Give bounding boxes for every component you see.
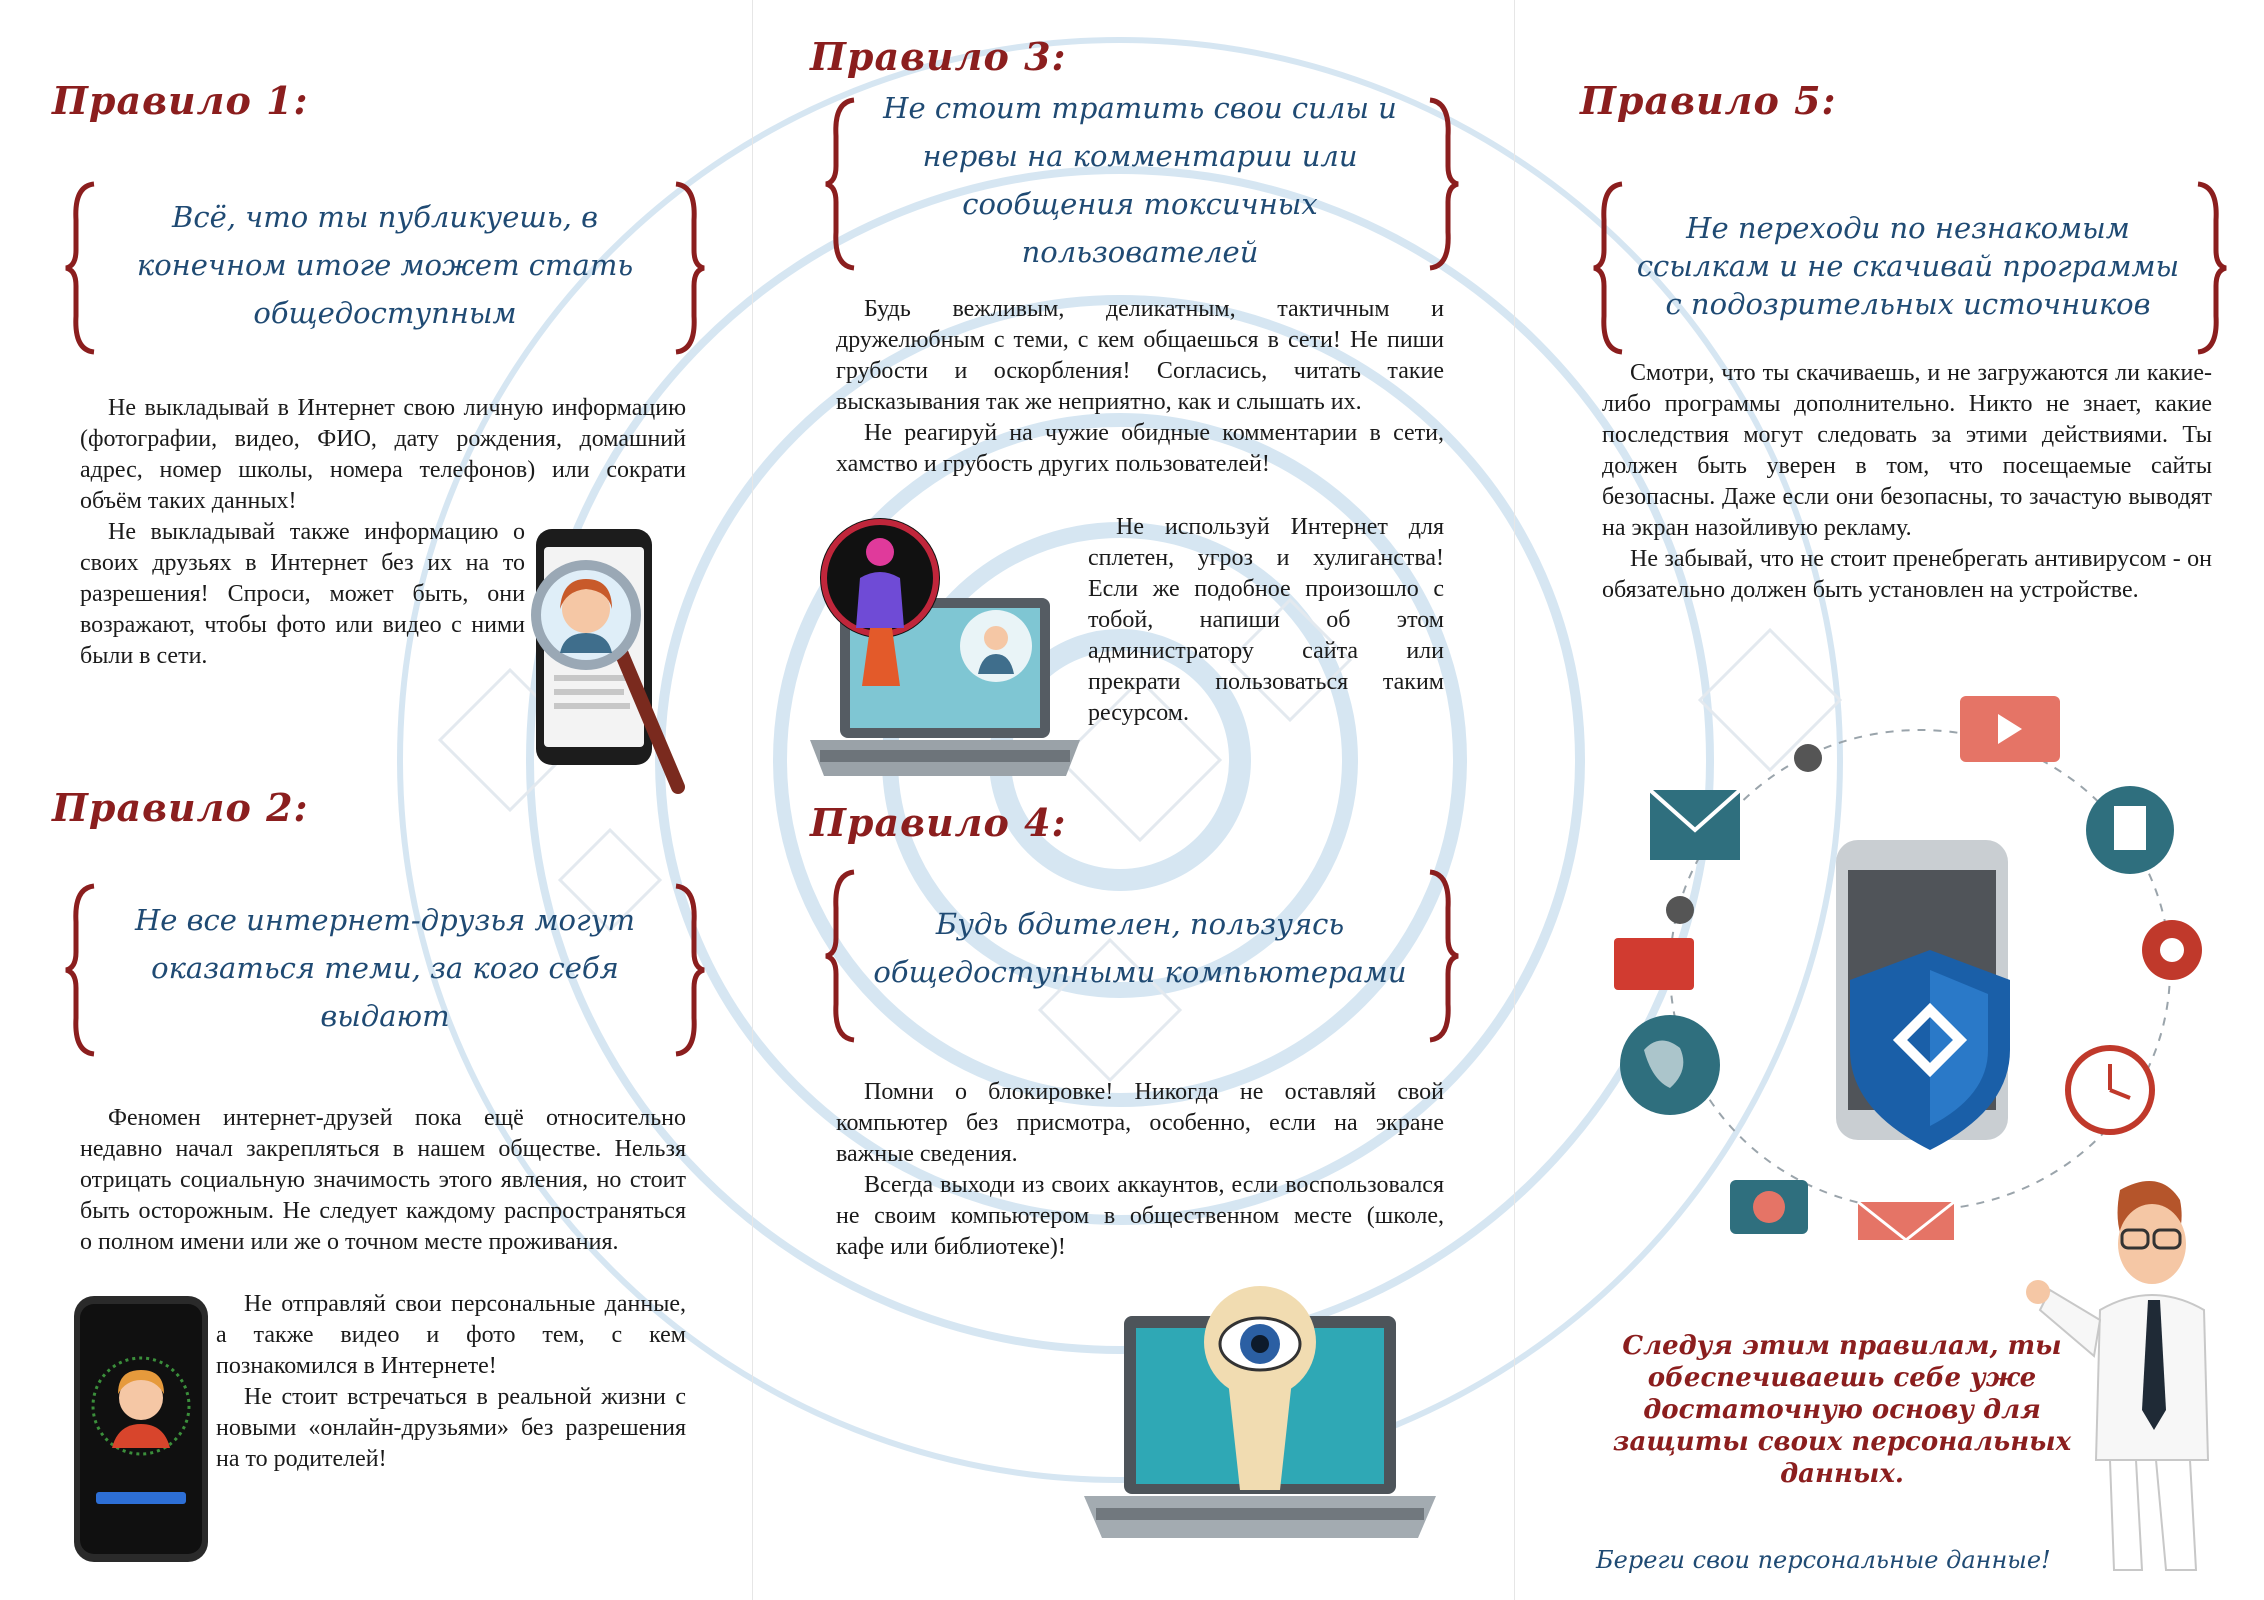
rule-1-text-a: Не выкладывай в Интернет свою личную инф… xyxy=(80,393,686,517)
rule-3-callout: Не стоит тратить свои силы и нервы на ко… xyxy=(883,91,1397,269)
shield-phone-icon xyxy=(1614,696,2202,1240)
closing-statement: Следуя этим правилам, ты обеспечиваешь с… xyxy=(1612,1331,2072,1489)
rule-2-callout: Не все интернет-друзья могут оказаться т… xyxy=(134,903,635,1033)
rule-1-paragraph-1: Не выкладывай в Интернет свою личную инф… xyxy=(80,395,686,514)
footer-slogan: Береги свои персональные данные! xyxy=(1596,1546,2051,1574)
rule-2-paragraph-2: Не отправляй свои персональные данные, а… xyxy=(216,1291,686,1379)
rule-4-callout: Будь бдителен, пользуясь общедоступными … xyxy=(873,907,1407,989)
magnifier-phone-icon xyxy=(531,529,685,794)
brace-right-5 xyxy=(2197,181,2227,355)
rule-5-callout: Не переходи по незнакомым ссылкам и не с… xyxy=(1636,211,2180,321)
brace-right-1 xyxy=(675,181,705,355)
rule-4-paragraph-2: Всегда выходи из своих аккаунтов, если в… xyxy=(836,1172,1444,1260)
rule-1-callout: Всё, что ты публикуешь, в конечном итоге… xyxy=(136,200,634,330)
rule-3-text-b: Не используй Интернет для сплетен, угроз… xyxy=(1088,512,1444,729)
brace-right-2 xyxy=(675,883,705,1057)
rule-4-paragraph-1: Помни о блокировке! Никогда не оставляй … xyxy=(836,1079,1444,1167)
rule-4-text: Помни о блокировке! Никогда не оставляй … xyxy=(836,1077,1444,1263)
rule-3-title: Правило 3: xyxy=(810,34,1067,79)
rule-1-paragraph-2: Не выкладывай также информацию о своих д… xyxy=(80,519,525,669)
rule-2-title: Правило 2: xyxy=(52,785,309,830)
rule-2-paragraph-1: Феномен интернет-друзей пока ещё относит… xyxy=(80,1105,686,1255)
rule-2-paragraph-3: Не стоит встречаться в реальной жизни с … xyxy=(216,1384,686,1472)
rule-1-title: Правило 1: xyxy=(52,78,309,123)
rule-5-paragraph-2: Не забывай, что не стоит пренебрегать ан… xyxy=(1602,546,2212,603)
rule-2-text-a: Феномен интернет-друзей пока ещё относит… xyxy=(80,1103,686,1258)
rule-5-text: Смотри, что ты скачиваешь, и не загружаю… xyxy=(1602,358,2212,606)
laptop-video-chat-icon xyxy=(810,518,1080,776)
rule-1-text-b: Не выкладывай также информацию о своих д… xyxy=(80,517,525,672)
rule-5-title: Правило 5: xyxy=(1580,78,1837,123)
brace-left-3 xyxy=(825,97,855,271)
brace-left-2 xyxy=(65,883,95,1057)
brace-right-3 xyxy=(1429,97,1459,271)
rule-3-paragraph-2: Не реагируй на чужие обидные комментарии… xyxy=(836,420,1444,477)
fold-line-right xyxy=(1514,0,1515,1600)
brace-right-4 xyxy=(1429,869,1459,1043)
brace-left-1 xyxy=(65,181,95,355)
fold-line-left xyxy=(752,0,753,1600)
businessman-icon xyxy=(2026,1181,2210,1571)
rule-3-text-a: Будь вежливым, деликатным, тактичным и д… xyxy=(836,294,1444,480)
rule-3-paragraph-3: Не используй Интернет для сплетен, угроз… xyxy=(1088,514,1444,726)
brace-left-5 xyxy=(1593,181,1623,355)
keyhole-eye-laptop-icon xyxy=(1084,1286,1436,1538)
brace-left-4 xyxy=(825,869,855,1043)
face-id-phone-icon xyxy=(74,1296,208,1562)
rule-4-title: Правило 4: xyxy=(810,800,1067,845)
rule-2-text-b: Не отправляй свои персональные данные, а… xyxy=(216,1289,686,1475)
rule-3-paragraph-1: Будь вежливым, деликатным, тактичным и д… xyxy=(836,296,1444,415)
rule-5-paragraph-1: Смотри, что ты скачиваешь, и не загружаю… xyxy=(1602,360,2212,541)
